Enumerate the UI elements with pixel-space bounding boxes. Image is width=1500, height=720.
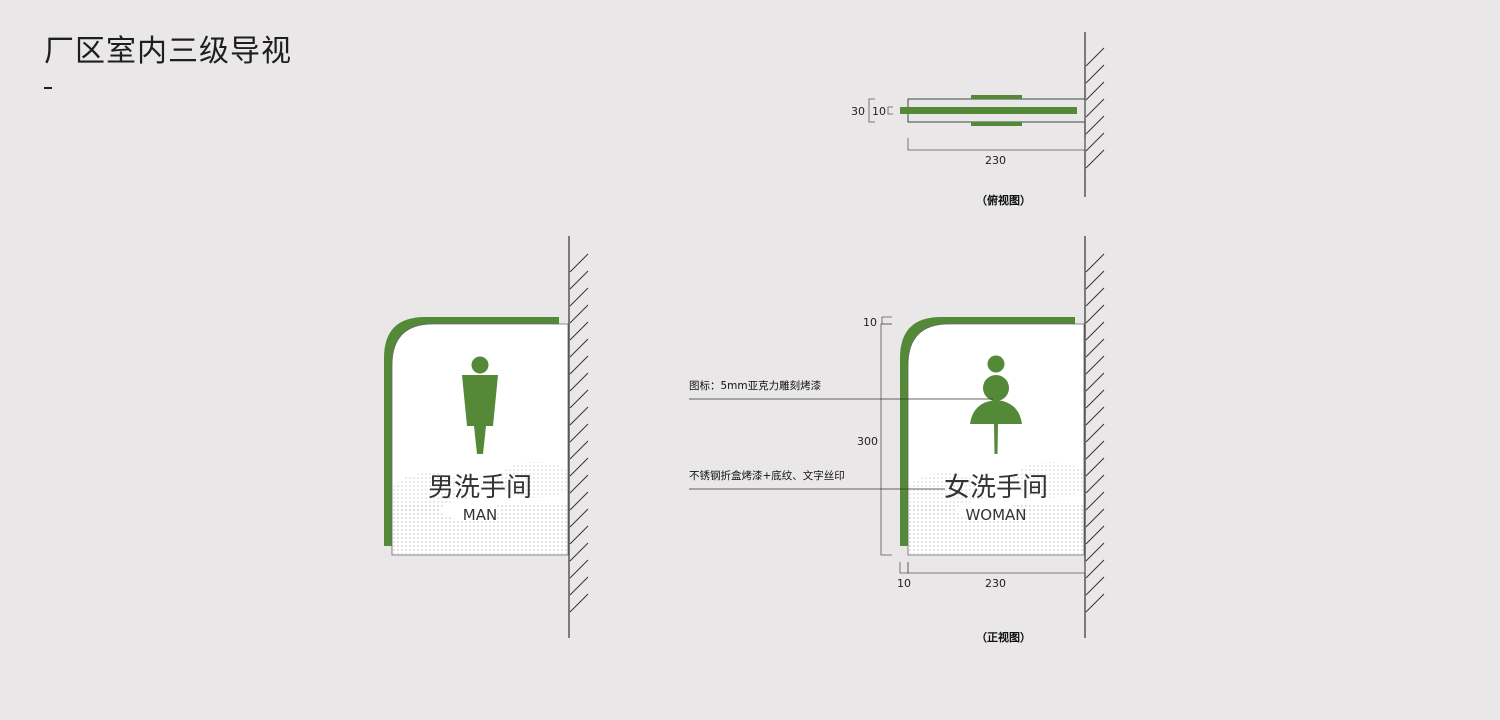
top-view-wall-hatch	[1085, 47, 1105, 169]
front-view-dim-width: 230	[985, 577, 1006, 590]
note-box-material: 不锈钢折盒烤漆+底纹、文字丝印	[689, 469, 845, 482]
front-view-dim-top-edge: 10	[863, 316, 877, 329]
top-view-icon-back	[971, 122, 1022, 126]
men-texture	[392, 462, 568, 555]
men-sign-en: MAN	[463, 506, 497, 524]
page-title: 厂区室内三级导视	[44, 34, 292, 69]
title-dash	[44, 87, 52, 89]
top-view-dim-thickness: 30	[851, 105, 865, 118]
women-sign-view: 女洗手间 WOMAN 10 300 10 230 （正视图）	[857, 236, 1105, 644]
men-sign-view: 男洗手间 MAN	[384, 236, 589, 638]
front-view-dim-height: 300	[857, 435, 878, 448]
top-view-caption: （俯视图）	[976, 193, 1031, 207]
top-view-dim-panel: 10	[872, 105, 886, 118]
men-wall-hatch	[569, 253, 589, 613]
note-icon-material: 图标：5mm亚克力雕刻烤漆	[689, 379, 822, 392]
front-view-dim-lines	[880, 316, 1086, 574]
men-sign-cn: 男洗手间	[428, 473, 532, 503]
leader-notes: 图标：5mm亚克力雕刻烤漆 不锈钢折盒烤漆+底纹、文字丝印	[689, 379, 993, 490]
women-wall-hatch	[1085, 253, 1105, 613]
front-view-caption: （正视图）	[976, 630, 1031, 644]
top-view-icon-front	[971, 95, 1022, 99]
female-pictogram-icon	[970, 355, 1022, 454]
top-view-panel	[900, 107, 1077, 114]
women-sign-cn: 女洗手间	[944, 473, 1048, 503]
front-view-dim-side-edge: 10	[897, 577, 911, 590]
top-view: 30 10 230 （俯视图）	[851, 32, 1105, 207]
top-view-dim-lines	[868, 98, 1086, 151]
women-sign-en: WOMAN	[965, 506, 1026, 524]
top-view-dim-depth: 230	[985, 154, 1006, 167]
women-texture	[908, 462, 1084, 555]
male-pictogram-icon	[462, 356, 498, 454]
